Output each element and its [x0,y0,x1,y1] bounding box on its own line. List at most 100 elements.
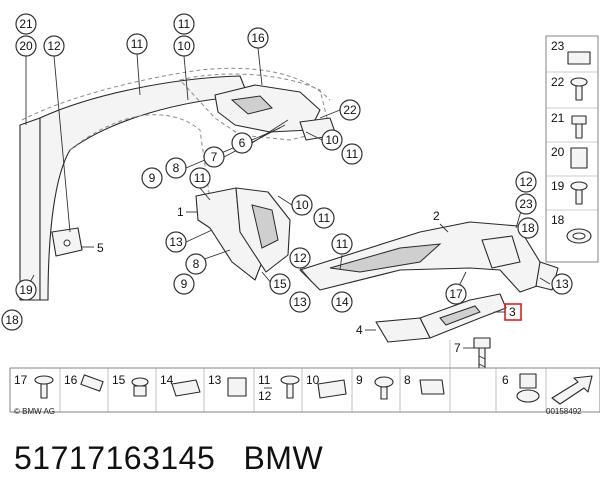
svg-text:13: 13 [169,235,183,249]
svg-text:6: 6 [239,136,246,150]
side-label: 22 [551,75,565,89]
callout-8: 8 [185,253,207,275]
callout-10: 10 [173,35,195,57]
callout-13: 13 [551,273,573,295]
callout-10: 10 [291,194,313,216]
svg-text:9: 9 [149,171,156,185]
callout-12: 12 [515,171,537,193]
label-3: 3 [509,305,516,319]
svg-text:22: 22 [343,103,357,117]
carrier-2-drawing [299,221,559,293]
bumper-upper-drawing [179,73,337,141]
svg-text:12: 12 [519,175,533,189]
side-label: 23 [551,39,565,53]
part-number: 51717163145 [14,440,216,476]
side-label: 18 [551,213,565,227]
side-label: 21 [551,111,565,125]
bottom-strip-labels: 17 16 15 14 13 11 12 10 9 8 6 [14,373,509,403]
strip-label: 10 [306,373,320,387]
svg-text:11: 11 [346,147,359,161]
plain-labels: 5 1 2 3 4 7 [82,205,522,355]
svg-text:11: 11 [131,37,144,51]
svg-text:11: 11 [178,17,191,31]
fender-drawing [19,67,331,301]
callout-11: 11 [173,13,195,35]
callout-12: 12 [43,35,65,57]
side-panel-labels: 23 22 21 20 19 18 [551,39,565,227]
callout-18: 18 [517,217,539,239]
svg-text:19: 19 [19,283,33,297]
svg-text:7: 7 [211,150,218,164]
side-label: 20 [551,145,565,159]
side-panel [545,35,599,263]
svg-text:8: 8 [173,161,180,175]
bracket-4-drawing [375,317,431,343]
callout-16: 16 [247,27,269,49]
callout-15: 15 [269,273,291,295]
strip-label: 9 [356,373,363,387]
svg-text:10: 10 [295,198,309,212]
callout-11: 11 [189,167,211,189]
callout-10: 10 [321,129,343,151]
side-label: 19 [551,179,565,193]
callout-12: 12 [289,247,311,269]
svg-text:12: 12 [47,39,61,53]
svg-text:14: 14 [335,295,349,309]
svg-text:13: 13 [293,295,307,309]
callout-22: 22 [339,99,361,121]
brand-name: BMW [243,440,324,476]
callout-14: 14 [331,291,353,313]
callout-13: 13 [165,231,187,253]
svg-text:11: 11 [336,237,349,251]
callout-13: 13 [289,291,311,313]
bottom-strip [9,340,600,413]
callouts: 21 20 12 11 11 10 16 22 10 11 6 7 8 9 11… [1,13,573,331]
svg-text:21: 21 [19,17,33,31]
callout-6: 6 [231,132,253,154]
callout-18: 18 [1,309,23,331]
strip-label: 6 [502,373,509,387]
callout-23: 23 [515,193,537,215]
callout-9: 9 [141,167,163,189]
svg-text:10: 10 [177,39,191,53]
svg-text:13: 13 [555,277,569,291]
callout-20: 20 [15,35,37,57]
svg-text:8: 8 [193,257,200,271]
svg-text:20: 20 [19,39,33,53]
bracket-1-drawing [195,187,291,281]
strip-label: 13 [208,373,222,387]
part-caption: 51717163145 BMW [14,440,323,477]
callout-11: 11 [331,233,353,255]
svg-text:9: 9 [181,277,188,291]
callout-11: 11 [126,33,148,55]
svg-text:17: 17 [449,287,463,301]
callout-17: 17 [445,283,467,305]
strip-label: 16 [64,373,78,387]
svg-text:12: 12 [293,251,307,265]
leader-lines [25,47,551,293]
svg-text:10: 10 [325,133,339,147]
svg-text:11: 11 [194,171,207,185]
label-5: 5 [97,241,104,255]
strip-label: 15 [112,373,126,387]
svg-text:15: 15 [273,277,287,291]
callout-11: 11 [313,207,335,229]
strip-label: 17 [14,373,28,387]
svg-text:23: 23 [519,197,533,211]
callout-19: 19 [15,279,37,301]
strip-label: 11 [258,373,271,387]
label-7: 7 [454,341,461,355]
strip-label: 12 [258,389,272,403]
diagram-id-text: 00158492 [546,407,582,416]
callout-11: 11 [341,143,363,165]
copyright-text: © BMW AG [14,407,55,416]
parts-diagram: 23 22 21 20 19 18 17 16 [1,13,600,416]
svg-text:18: 18 [521,221,535,235]
label-4: 4 [356,323,363,337]
svg-text:18: 18 [5,313,19,327]
label-1: 1 [177,205,184,219]
strip-label: 14 [160,373,174,387]
label-2: 2 [433,209,440,223]
svg-text:16: 16 [251,31,265,45]
callout-21: 21 [15,13,37,35]
